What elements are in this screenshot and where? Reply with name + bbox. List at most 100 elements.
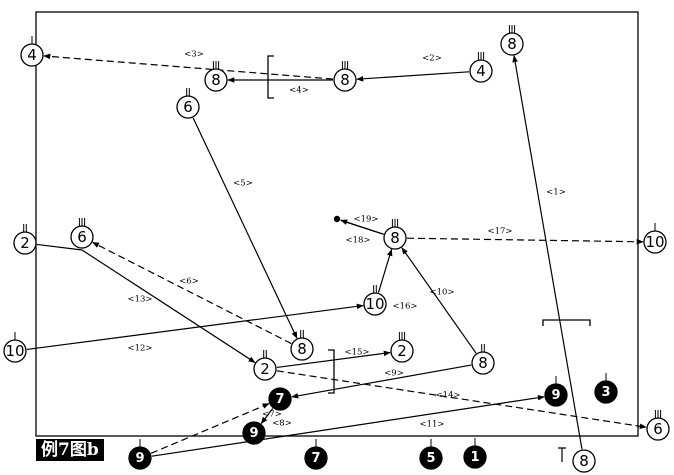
edge-e14	[276, 370, 647, 430]
bracket-middle	[328, 349, 335, 394]
edge-label-e14: <14>	[435, 391, 460, 401]
node-label: 2	[260, 360, 270, 378]
node-n23: 7	[304, 439, 328, 470]
node-n13: 8	[290, 330, 314, 361]
node-n25: 1	[463, 438, 487, 469]
node-circle	[253, 357, 277, 381]
node-circle	[572, 449, 596, 473]
edge-label-e10: <10>	[429, 288, 454, 298]
node-label: 10	[5, 342, 24, 360]
node-n1: 8	[500, 25, 524, 56]
node-label: 9	[551, 388, 560, 403]
edge-label-e1: <1>	[546, 188, 566, 198]
edge-e11	[151, 394, 545, 457]
node-label: 5	[426, 451, 435, 466]
node-label: 4	[476, 62, 486, 80]
node-n5: 8	[204, 61, 228, 92]
node-n3: 8	[333, 61, 357, 92]
node-label: 2	[397, 342, 407, 360]
node-label: 8	[579, 452, 589, 470]
edge-e7	[260, 408, 274, 425]
edge-label-e11: <11>	[419, 420, 444, 430]
node-label: 2	[20, 234, 30, 252]
edge-label-e3: <3>	[184, 50, 204, 60]
node-label: 6	[653, 420, 663, 438]
edge-e1	[512, 55, 583, 450]
node-circle	[176, 95, 200, 119]
node-circle	[363, 292, 387, 316]
edge-label-e8: <8>	[272, 419, 292, 429]
edge-label-e17: <17>	[487, 227, 512, 237]
edge-e12	[26, 303, 364, 351]
edge-label-e9: <9>	[384, 369, 404, 379]
node-label: 3	[601, 385, 610, 400]
node-label: 8	[390, 229, 400, 247]
node-n22: 9	[128, 439, 152, 470]
edge-e19	[340, 219, 384, 235]
edge-e15	[276, 350, 391, 369]
bracket-top	[267, 55, 274, 99]
edge-e6	[92, 241, 292, 345]
tee-mark	[558, 447, 566, 462]
edge-label-e6: <6>	[179, 277, 199, 287]
node-n20: 9	[242, 421, 266, 445]
node-label: 8	[507, 35, 517, 53]
node-label: 1	[470, 450, 479, 465]
node-label: 7	[311, 451, 320, 466]
node-circle	[290, 337, 314, 361]
edge-label-e7: <7>	[262, 410, 282, 420]
node-label: 8	[297, 340, 307, 358]
figure-caption: 例7图b	[36, 439, 104, 461]
node-label: 6	[183, 98, 193, 116]
node-n7: 2	[13, 224, 37, 255]
edge-label-e16: <16>	[392, 302, 417, 312]
node-n14: 2	[253, 350, 277, 381]
edge-label-e12: <12>	[127, 344, 152, 354]
node-n10: 10	[643, 223, 667, 254]
node-n4: 4	[20, 36, 44, 67]
edge-label-e18: <18>	[345, 236, 370, 246]
edge-e2	[356, 71, 470, 82]
bracket-right	[542, 319, 591, 326]
start-dot	[333, 215, 341, 223]
node-circle	[242, 421, 266, 445]
node-label: 8	[211, 71, 221, 89]
node-n18: 8	[572, 449, 596, 473]
node-n11: 10	[363, 285, 387, 316]
node-n21: 9	[544, 376, 568, 407]
node-n2: 4	[469, 52, 493, 83]
edge-e3	[43, 53, 334, 80]
edge-label-e13: <13>	[127, 295, 152, 305]
edge-label-e19: <19>	[353, 215, 378, 225]
node-n17: 6	[646, 410, 670, 441]
node-label: 9	[249, 426, 258, 441]
node-n15: 8	[471, 344, 495, 375]
node-circle	[13, 231, 37, 255]
node-circle	[268, 387, 292, 411]
node-label: 4	[27, 46, 37, 64]
edge-label-e4: <4>	[289, 86, 309, 96]
node-label: 10	[645, 233, 664, 251]
edge-label-e2: <2>	[422, 54, 442, 64]
node-circle	[471, 351, 495, 375]
edge-label-e5: <5>	[233, 179, 253, 189]
node-n9: 8	[383, 219, 407, 250]
node-n19: 7	[268, 387, 292, 411]
node-n26: 3	[594, 373, 618, 404]
edge-e13	[36, 243, 256, 363]
edge-e5	[192, 117, 298, 339]
edge-e9	[291, 364, 472, 399]
edge-e17	[406, 237, 644, 245]
node-label: 8	[340, 71, 350, 89]
node-n12: 10	[3, 332, 27, 363]
plot-frame	[35, 11, 639, 437]
edge-label-e15: <15>	[344, 348, 369, 358]
node-label: 8	[478, 354, 488, 372]
node-n6: 6	[176, 88, 200, 119]
node-label: 7	[275, 392, 284, 407]
node-label: 9	[135, 451, 144, 466]
node-n8: 6	[70, 218, 94, 249]
node-n16: 2	[390, 332, 414, 363]
edge-e10	[401, 247, 477, 354]
